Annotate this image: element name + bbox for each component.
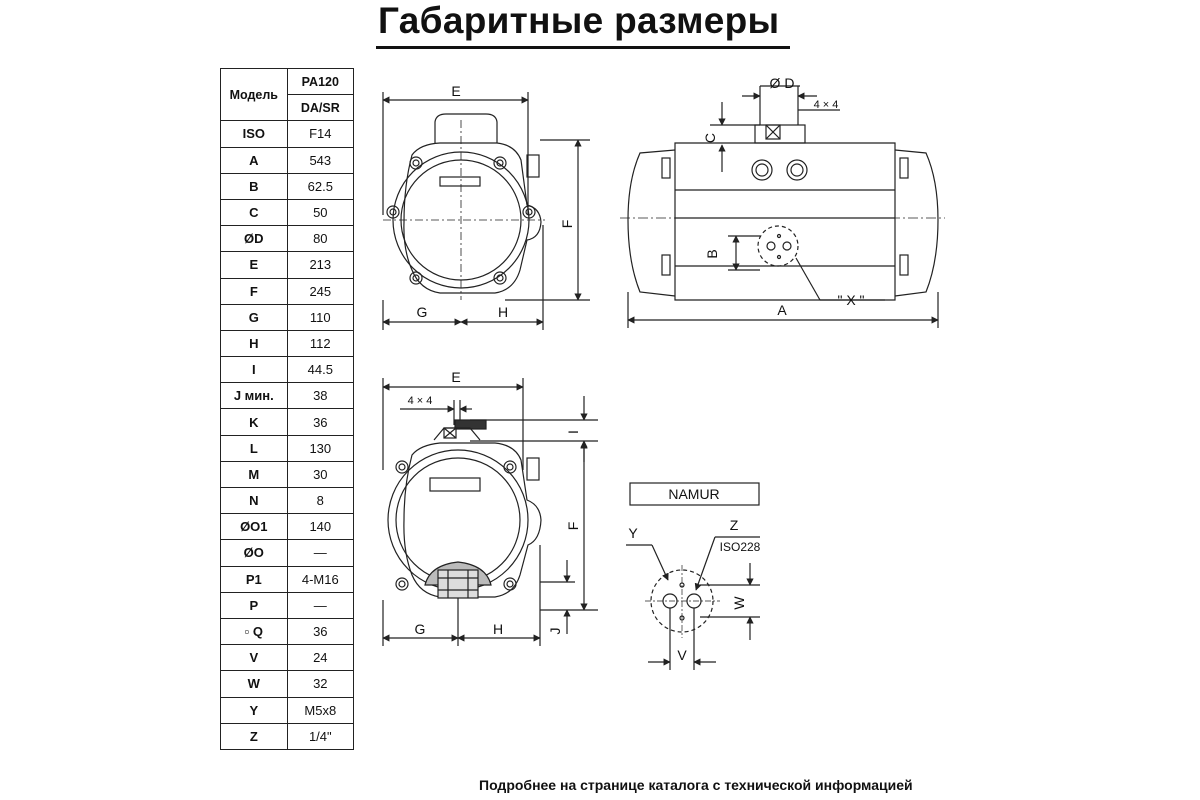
- table-row: P—: [220, 591, 355, 619]
- title-underline: [376, 46, 790, 49]
- label-E-top: E: [451, 83, 460, 99]
- dimension-key: G: [220, 303, 288, 331]
- label-C: C: [702, 133, 718, 143]
- label-F-bottom: F: [565, 522, 581, 531]
- dimension-value: F14: [286, 120, 355, 148]
- dimension-value: 1/4": [286, 722, 355, 750]
- label-square-top: 4 × 4: [814, 99, 839, 111]
- dimension-key: ▫ Q: [220, 617, 288, 646]
- catalog-note: Подробнее на странице каталога с техниче…: [479, 777, 913, 793]
- label-F-top: F: [559, 220, 575, 229]
- label-X: " X ": [837, 292, 864, 308]
- dimension-value: —: [286, 591, 355, 619]
- label-B: B: [704, 249, 720, 258]
- label-E-bottom: E: [451, 369, 460, 385]
- dimension-key: H: [220, 329, 288, 358]
- label-iso228: ISO228: [720, 540, 761, 554]
- dimension-value: 30: [286, 460, 355, 489]
- label-square-bottom: 4 × 4: [408, 395, 433, 407]
- namur-detail-drawing: NAMUR Y Z ISO228 W V: [626, 482, 761, 670]
- label-G-top: G: [417, 304, 428, 320]
- dimension-key: Y: [220, 696, 288, 724]
- dimension-key: Z: [220, 722, 288, 750]
- dimension-value: 112: [286, 329, 355, 358]
- dimension-value: 24: [286, 644, 355, 672]
- label-Z: Z: [730, 517, 739, 533]
- table-row: ØO—: [220, 539, 355, 567]
- label-A: A: [777, 302, 787, 318]
- dimension-key: C: [220, 198, 288, 227]
- side-view-drawing: Ø D 4 × 4 C B " X ": [620, 75, 945, 328]
- label-D: Ø D: [770, 75, 795, 91]
- label-H-bottom: H: [493, 621, 503, 637]
- label-W: W: [731, 596, 747, 610]
- table-header-row: DA/SR: [221, 94, 355, 122]
- dimension-value: 36: [286, 617, 355, 646]
- dimension-key: I: [220, 356, 288, 384]
- label-H-top: H: [498, 304, 508, 320]
- label-G-bottom: G: [415, 621, 426, 637]
- namur-label: NAMUR: [668, 486, 719, 502]
- dimension-key: E: [220, 251, 288, 279]
- dimension-key: ØO1: [220, 513, 288, 541]
- label-V: V: [677, 647, 687, 663]
- dimension-key: ØD: [220, 225, 288, 253]
- dimension-key: P1: [220, 565, 288, 593]
- dimension-value: —: [286, 539, 355, 567]
- header-type-value: DA/SR: [286, 94, 355, 122]
- label-I: I: [565, 430, 581, 434]
- page-title: Габаритные размеры: [378, 0, 780, 41]
- header-model-label: Модель: [220, 67, 288, 122]
- dimension-key: A: [220, 146, 288, 174]
- bottom-front-view-drawing: E 4 × 4 I F: [382, 369, 598, 646]
- label-J: J: [547, 628, 563, 635]
- dimension-value: 36: [286, 408, 355, 436]
- dimension-value: 130: [286, 434, 355, 462]
- dimension-value: 38: [286, 382, 355, 410]
- label-Y: Y: [628, 525, 638, 541]
- front-view-drawing: E F G H: [382, 83, 590, 330]
- dimension-value: 44.5: [286, 356, 355, 384]
